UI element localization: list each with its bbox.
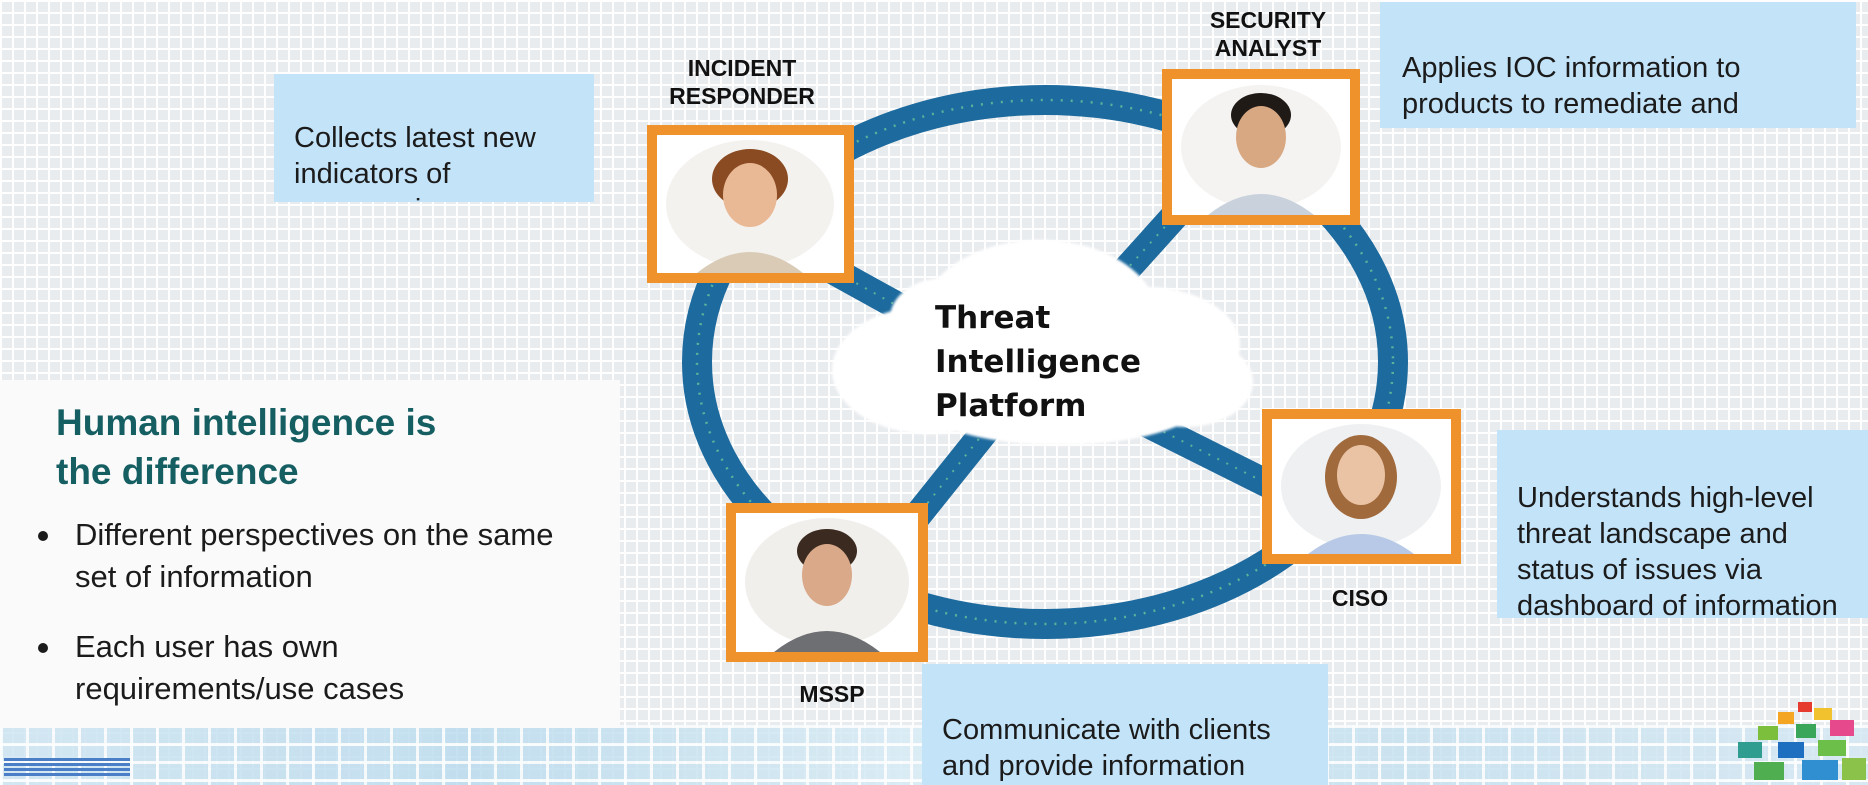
platform-ring-dots: [695, 98, 1395, 626]
callout-ciso: Understands high-level threat landscape …: [1497, 430, 1868, 618]
avatar-mssp: [726, 503, 928, 662]
callout-mssp: Communicate with clients and provide inf…: [922, 664, 1328, 785]
person-icon: [1281, 424, 1441, 554]
bullet-dot: [38, 643, 48, 653]
bullet-dot: [38, 531, 48, 541]
callout-ciso-text: Understands high-level threat landscape …: [1517, 482, 1838, 622]
person-icon: [666, 140, 834, 273]
role-incident-responder: INCIDENT RESPONDER: [669, 55, 815, 109]
cloud-shape: [832, 240, 1253, 445]
company-logo: [4, 758, 130, 778]
callout-incident-responder-text: Collects latest new indicators of compro…: [294, 122, 536, 226]
callout-security-analyst-text: Applies IOC information to products to r…: [1402, 52, 1741, 156]
panel-title: Human intelligence is the difference: [56, 402, 437, 492]
role-security-analyst: SECURITY ANALYST: [1209, 7, 1327, 61]
callout-incident-responder: Collects latest new indicators of compro…: [274, 74, 594, 202]
bullet-text: Each user has own requirements/use cases: [75, 629, 405, 706]
info-panel: [0, 380, 620, 728]
avatar-security-analyst: [1162, 69, 1360, 225]
role-mssp: MSSP: [799, 681, 865, 707]
role-ciso: CISO: [1331, 585, 1389, 611]
platform-label: Threat Intelligence Platform: [935, 300, 1142, 424]
avatar-ciso: [1262, 409, 1461, 564]
decorative-pixel-logo: [1738, 702, 1866, 780]
bullet-text: Different perspectives on the same set o…: [75, 517, 554, 594]
callout-security-analyst: Applies IOC information to products to r…: [1380, 2, 1856, 128]
person-icon: [1181, 85, 1341, 215]
person-icon: [745, 518, 909, 652]
callout-mssp-text: Communicate with clients and provide inf…: [942, 714, 1271, 782]
avatar-incident-responder: [647, 125, 854, 283]
